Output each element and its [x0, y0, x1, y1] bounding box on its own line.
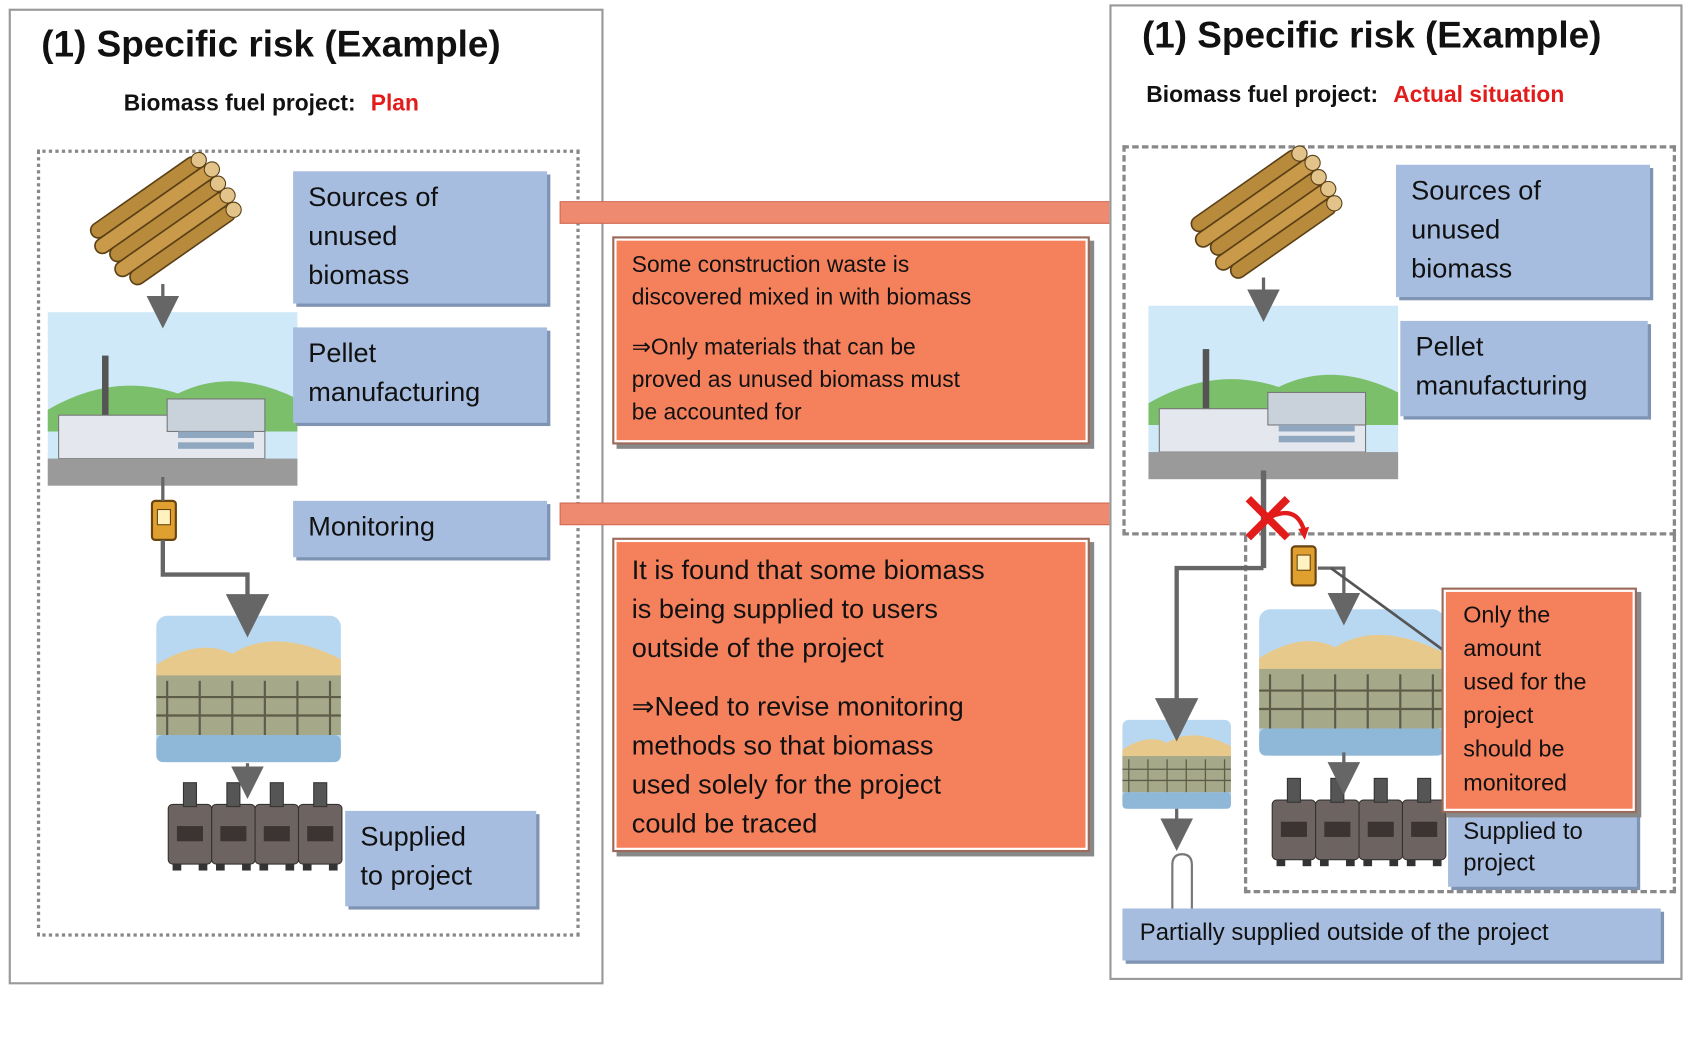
- outside-supply-action: ⇒Need to revise monitoring methods so th…: [631, 691, 964, 840]
- outside-supply-finding: It is found that some biomass is being s…: [631, 555, 985, 664]
- removed-meter-x-icon: [1245, 496, 1310, 541]
- plan-pellet-box: Pellet manufacturing: [293, 327, 548, 423]
- construction-waste-action: ⇒Only materials that can be proved as un…: [631, 334, 960, 425]
- monitoring-note-callout: Only the amount used for the project sho…: [1443, 589, 1635, 811]
- plan-supplied-box: Supplied to project: [345, 810, 537, 907]
- actual-upper-area: [1122, 145, 1677, 536]
- plan-panel-title: (1) Specific risk (Example): [41, 23, 501, 66]
- construction-waste-callout: Some construction waste is discovered mi…: [614, 238, 1088, 443]
- actual-project-area: [1243, 535, 1677, 894]
- plan-flow-arrows: [146, 284, 270, 799]
- outside-supply-callout: It is found that some biomass is being s…: [614, 539, 1088, 850]
- actual-status: Actual situation: [1393, 82, 1565, 108]
- actual-subtitle-label: Biomass fuel project:: [1146, 82, 1379, 108]
- container-icon: [1171, 853, 1193, 912]
- actual-panel-title: (1) Specific risk (Example): [1141, 15, 1602, 57]
- plan-subtitle-label: Biomass fuel project:: [123, 91, 356, 116]
- plan-sources-box: Sources of unused biomass: [293, 171, 548, 304]
- construction-waste-finding: Some construction waste is discovered mi…: [631, 252, 972, 311]
- plan-flow-area: [36, 149, 580, 937]
- actual-sources-box: Sources of unused biomass: [1395, 164, 1650, 298]
- actual-panel-subtitle: Biomass fuel project: Actual situation: [1146, 82, 1564, 108]
- actual-supplied-box: Supplied to project: [1448, 810, 1637, 887]
- monitoring-note-text: Only the amount used for the project sho…: [1463, 601, 1587, 796]
- partial-supply-box: Partially supplied outside of the projec…: [1122, 908, 1661, 961]
- plan-panel-subtitle: Biomass fuel project: Plan: [124, 91, 419, 117]
- plan-status: Plan: [370, 91, 419, 116]
- actual-pellet-box: Pellet manufacturing: [1400, 320, 1648, 417]
- plan-monitoring-box: Monitoring: [293, 500, 548, 558]
